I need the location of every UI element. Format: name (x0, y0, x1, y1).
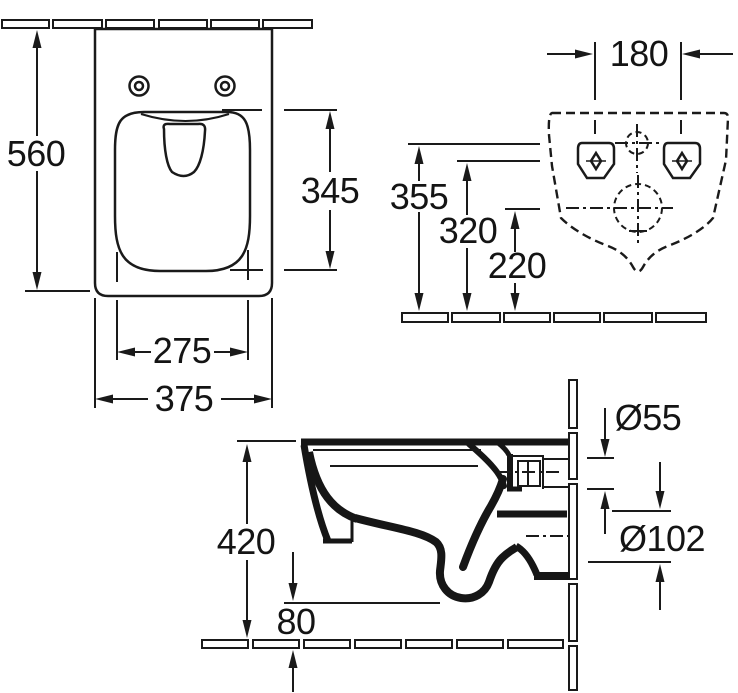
dimension-355: 355 (390, 143, 540, 311)
dim-label-outlet-height: 220 (488, 245, 547, 286)
dimension-560: 560 (7, 30, 90, 292)
floor-hatch-rear (401, 312, 707, 323)
dimension-220: 220 (488, 208, 547, 311)
wall-hatch (1, 19, 313, 29)
dim-label-overall-width: 375 (155, 378, 214, 419)
dimension-inlet-diameter: Ø55 (587, 397, 682, 534)
wall-hatch-side (568, 379, 578, 691)
dim-label-bolt-spacing: 180 (610, 33, 669, 74)
rear-view: 180 355 320 220 (390, 33, 733, 323)
supply-center-mark (615, 124, 660, 173)
dim-label-bowl-width: 275 (153, 330, 212, 371)
rim-back-arc (140, 113, 230, 122)
dimension-180: 180 (547, 33, 733, 134)
fixing-hole-left (576, 141, 616, 180)
drain-center-mark (566, 175, 673, 243)
floor-hatch-side (201, 639, 564, 649)
toilet-section-body (300, 438, 570, 603)
dim-label-bolt-height: 320 (439, 210, 498, 251)
side-section-view: 420 80 Ø55 Ø102 (201, 379, 706, 692)
mounting-hole-right (214, 75, 236, 97)
dimension-outlet-diameter: Ø102 (588, 462, 706, 610)
dim-label-outlet-diameter: Ø102 (619, 518, 705, 559)
dimension-80: 80 (276, 552, 440, 692)
flush-inlet-outline (162, 122, 207, 178)
toilet-body-outline (93, 27, 274, 298)
dimension-375: 375 (94, 298, 273, 419)
dim-label-inlet-diameter: Ø55 (615, 397, 682, 438)
bowl-rim-outline (113, 110, 252, 273)
dim-label-supply-height: 355 (390, 176, 449, 217)
section-detail-lines (313, 449, 569, 537)
dimension-275: 275 (116, 250, 249, 371)
dimension-320: 320 (439, 160, 540, 311)
dimension-420: 420 (217, 440, 296, 638)
dim-label-seat-depth: 345 (301, 170, 360, 211)
dim-label-floor-clearance: 80 (276, 601, 315, 642)
front-view: 560 345 275 375 (1, 19, 360, 419)
dim-label-overall-height: 560 (7, 133, 66, 174)
carrier-outline (547, 111, 730, 273)
mounting-hole-left (128, 75, 150, 97)
dimension-345: 345 (222, 109, 360, 271)
fixing-hole-right (662, 141, 702, 180)
dim-label-depth: 420 (217, 521, 276, 562)
